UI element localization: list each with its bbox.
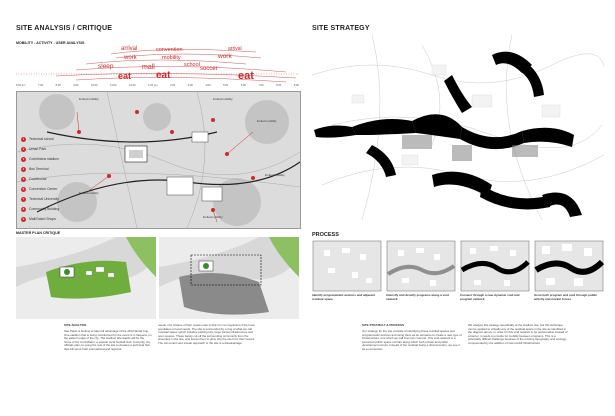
legend-label: Corinthians stadium	[29, 157, 59, 161]
aerial-map-drawing	[17, 92, 300, 228]
word-soccer: soccer	[200, 66, 218, 72]
tick: 9:00	[293, 84, 299, 87]
activity-timeline: arrival convention arrival work mobility…	[16, 44, 299, 90]
tick: 10:00	[91, 84, 98, 87]
callout: limited mobility	[213, 97, 233, 101]
timeline-ticks: 6:00 am 7:00 8:00 9:00 10:00 11:00 12:00…	[16, 84, 299, 87]
legend-label: Bus Terminal	[29, 167, 49, 171]
masterplan-title: MASTER PLAN CRITIQUE	[16, 231, 61, 235]
tick: 11:00	[110, 84, 117, 87]
word-eat-2: eat	[156, 70, 171, 81]
masterplan-drawing-2	[159, 237, 299, 319]
strategy-text-1: Our strategy for the site consists of id…	[362, 329, 462, 351]
word-work-2: work	[218, 53, 232, 60]
tick: 4:00	[205, 84, 211, 87]
site-analysis-text-2: needs. Our critique of their master plan…	[158, 323, 256, 345]
legend-number: 1	[21, 136, 26, 142]
site-analysis-text-1: Sao Paulo is looking to take full advant…	[64, 329, 152, 351]
word-eat-3: eat	[238, 70, 254, 82]
legend-label: Urban Park	[29, 147, 47, 151]
process-caption-1: Identify programmatic anchors and adjace…	[312, 293, 376, 301]
tick: 7:00	[258, 84, 264, 87]
legend-label: Convention Center	[29, 187, 58, 191]
legend-number: 4	[21, 166, 26, 172]
word-convention: convention	[156, 47, 183, 53]
callout: limited mobility	[257, 119, 277, 123]
word-school: school	[184, 62, 200, 68]
legend-number: 7	[21, 196, 26, 202]
masterplan-image-2	[159, 237, 299, 319]
legend-number: 3	[21, 156, 26, 162]
legend-number: 6	[21, 186, 26, 192]
legend-number: 5	[21, 176, 26, 182]
word-mall: mall	[142, 64, 155, 71]
tick: 9:00	[73, 84, 79, 87]
word-arrival-2: arrival	[228, 46, 242, 52]
masterplan-drawing-1	[16, 237, 156, 319]
strategy-map-drawing	[312, 35, 604, 220]
word-mobility: mobility	[162, 55, 181, 61]
legend-number: 9	[21, 216, 26, 222]
tick: 7:00	[37, 84, 44, 87]
site-strategy-map	[312, 35, 604, 220]
strategy-text-2: We analyze this strategy specifically at…	[468, 323, 568, 345]
tick: 6:00 am	[16, 84, 26, 87]
word-work-1: work	[124, 55, 137, 61]
process-caption-3: Connect through a new dynamic void and p…	[460, 293, 520, 301]
tick: 8:00	[55, 84, 61, 87]
timeline-lines	[16, 49, 299, 83]
timeline-subtitle: MOBILITY - ACTIVITY - USER ANALYSIS	[16, 41, 85, 45]
legend-number: 2	[21, 146, 26, 152]
word-arrival-1: arrival	[121, 46, 138, 52]
tick: 2:00	[170, 84, 176, 87]
site-analysis-title: SITE ANALYSIS	[64, 323, 87, 327]
callout: limited mobility	[79, 191, 99, 195]
legend-label: Courthouse	[29, 177, 47, 181]
word-sleep: sleep	[98, 63, 114, 70]
strategy-title: SITE STRATEGY & PROCESS	[362, 323, 405, 327]
left-title: SITE ANALYSIS / CRITIQUE	[16, 25, 113, 32]
process-caption-4: Grow both program and void through publi…	[534, 293, 597, 301]
callout: limited mobility	[79, 97, 99, 101]
process-diagrams	[312, 240, 605, 292]
masterplan-image-1	[16, 237, 156, 319]
process-steps-drawing	[312, 240, 605, 292]
tick: 6:00	[240, 84, 246, 87]
legend-label: Technical University	[29, 197, 59, 201]
legend-label: Mall/Gated Shops	[29, 217, 56, 221]
process-caption-2: Intensify and densify programs along a v…	[386, 293, 449, 301]
legend-number: 8	[21, 206, 26, 212]
legend-label: Community Building	[29, 207, 60, 211]
process-title: PROCESS	[312, 232, 339, 238]
tick: 1:00 pm	[148, 84, 158, 87]
tick: 3:00	[187, 84, 193, 87]
tick: 12:00	[129, 84, 136, 87]
legend-label: Technical school	[29, 137, 54, 141]
tick: 5:00	[223, 84, 229, 87]
word-eat-1: eat	[118, 71, 132, 81]
process-captions: Identify programmatic anchors and adjace…	[312, 293, 604, 301]
callout: limited mobility	[265, 173, 285, 177]
tick: 8:00	[276, 84, 282, 87]
callout: limited mobility	[203, 215, 223, 219]
right-title: SITE STRATEGY	[312, 25, 370, 32]
